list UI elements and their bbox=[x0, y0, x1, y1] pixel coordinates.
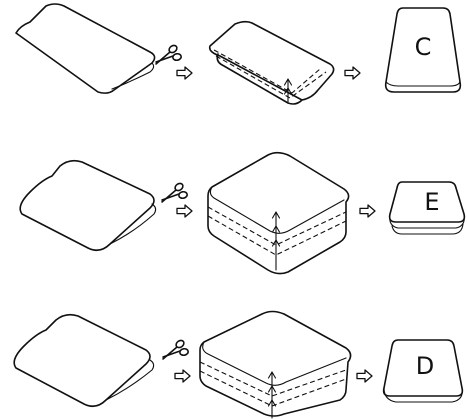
result-label-e: E bbox=[424, 188, 439, 216]
row-2: E bbox=[19, 151, 466, 275]
scissors-icon bbox=[155, 43, 183, 65]
result-cushion-e: E bbox=[388, 181, 466, 235]
process-arrow-icon bbox=[344, 66, 361, 80]
process-arrow-icon bbox=[174, 369, 191, 383]
result-cushion-c: C bbox=[384, 7, 462, 93]
result-label-c: C bbox=[415, 33, 432, 61]
process-arrow-icon bbox=[176, 66, 193, 80]
process-arrow-icon bbox=[356, 369, 373, 383]
seam-arrow-icon bbox=[267, 371, 277, 419]
flat-fabric-piece bbox=[15, 3, 156, 94]
flat-fabric-piece bbox=[13, 313, 155, 408]
sewn-fabric-piece bbox=[207, 151, 350, 275]
row-1: C bbox=[15, 3, 462, 105]
seam-arrow-icon bbox=[271, 211, 281, 271]
result-label-d: D bbox=[416, 352, 434, 380]
seam-arrow-icon bbox=[283, 78, 293, 103]
scissors-icon bbox=[161, 181, 189, 203]
sewn-fabric-piece bbox=[208, 20, 335, 105]
scissors-icon bbox=[162, 338, 190, 360]
flat-fabric-piece bbox=[19, 159, 157, 252]
process-arrow-icon bbox=[359, 204, 376, 218]
process-arrow-icon bbox=[176, 204, 193, 218]
sewn-fabric-piece bbox=[199, 310, 352, 419]
result-cushion-d: D bbox=[382, 339, 464, 403]
row-3: D bbox=[13, 310, 464, 419]
